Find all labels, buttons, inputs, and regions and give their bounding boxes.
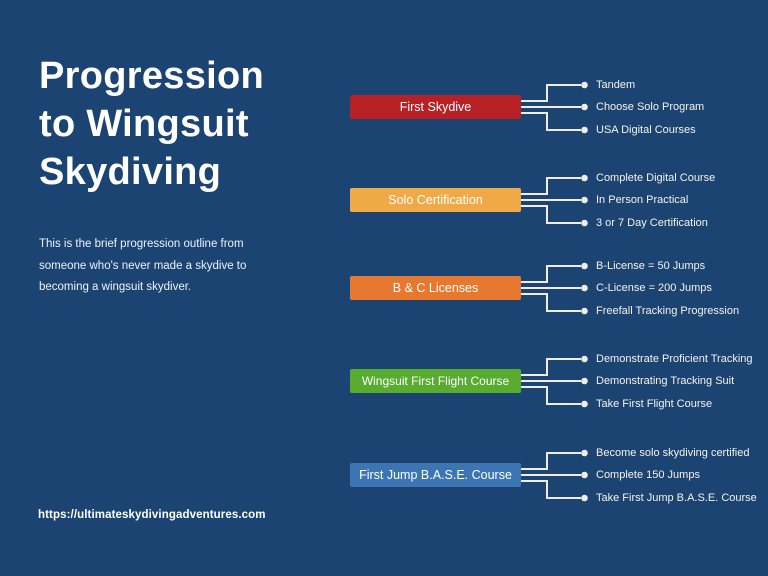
website-url-link[interactable]: https://ultimateskydivingadventures.com	[38, 509, 266, 521]
bullet-dot-icon	[581, 284, 588, 292]
stage-item: Take First Jump B.A.S.E. Course	[596, 492, 757, 504]
bullet-dot-icon	[581, 262, 588, 270]
stage-item: Complete 150 Jumps	[596, 469, 700, 481]
stage-box: First Skydive	[350, 95, 521, 119]
stage-group-first-skydive: First Skydive Tandem Choose Solo Program…	[350, 62, 762, 152]
stage-item: C-License = 200 Jumps	[596, 282, 712, 294]
connector-lines	[521, 81, 588, 134]
stage-group-wingsuit-first-flight: Wingsuit First Flight Course Demonstrate…	[350, 336, 762, 426]
intro-description-line: This is the brief progression outline fr…	[39, 238, 244, 250]
intro-description: This is the brief progression outline fr…	[39, 234, 246, 299]
connector-lines	[521, 262, 588, 315]
bullet-dot-icon	[581, 471, 588, 479]
page-title-line: Progression	[39, 55, 265, 97]
page-title-line: to Wingsuit	[39, 103, 249, 145]
stage-item: Complete Digital Course	[596, 172, 716, 184]
stage-item: In Person Practical	[596, 194, 689, 206]
stage-group-first-jump-base: First Jump B.A.S.E. Course Become solo s…	[350, 430, 762, 520]
stage-item: Demonstrate Proficient Tracking	[596, 353, 753, 365]
bullet-dot-icon	[581, 81, 588, 89]
stage-item: Tandem	[596, 79, 636, 91]
stage-item: Demonstrating Tracking Suit	[596, 375, 735, 387]
stage-item: 3 or 7 Day Certification	[596, 217, 708, 229]
intro-description-line: becoming a wingsuit skydiver.	[39, 281, 192, 293]
bullet-dot-icon	[581, 307, 588, 315]
stage-box: First Jump B.A.S.E. Course	[350, 463, 521, 487]
bullet-dot-icon	[581, 377, 588, 385]
stage-item: Freefall Tracking Progression	[596, 305, 740, 317]
intro-description-line: someone who's never made a skydive to	[39, 259, 247, 272]
stage-item: Choose Solo Program	[596, 101, 705, 113]
stage-item: Become solo skydiving certified	[596, 447, 750, 459]
stage-item: USA Digital Courses	[596, 124, 696, 136]
stage-box: B & C Licenses	[350, 276, 521, 300]
bullet-dot-icon	[581, 355, 588, 363]
bullet-dot-icon	[581, 196, 588, 204]
bullet-dot-icon	[581, 494, 588, 502]
stage-item: B-License = 50 Jumps	[596, 260, 706, 272]
stage-box: Wingsuit First Flight Course	[350, 369, 521, 393]
bullet-dot-icon	[581, 126, 588, 134]
bullet-dot-icon	[581, 400, 588, 408]
bullet-dot-icon	[581, 174, 588, 182]
bullet-dot-icon	[581, 219, 588, 227]
stage-group-b-and-c-licenses: B & C Licenses B-License = 50 Jumps C-Li…	[350, 243, 762, 333]
connector-lines	[521, 355, 588, 408]
connector-lines	[521, 174, 588, 227]
stage-group-solo-certification: Solo Certification Complete Digital Cour…	[350, 155, 762, 245]
bullet-dot-icon	[581, 103, 588, 111]
bullet-dot-icon	[581, 449, 588, 457]
page-title: Progression to Wingsuit Skydiving	[39, 52, 264, 196]
connector-lines	[521, 449, 588, 502]
stage-box: Solo Certification	[350, 188, 521, 212]
stage-item: Take First Flight Course	[596, 398, 713, 410]
page-title-line: Skydiving	[39, 151, 222, 193]
